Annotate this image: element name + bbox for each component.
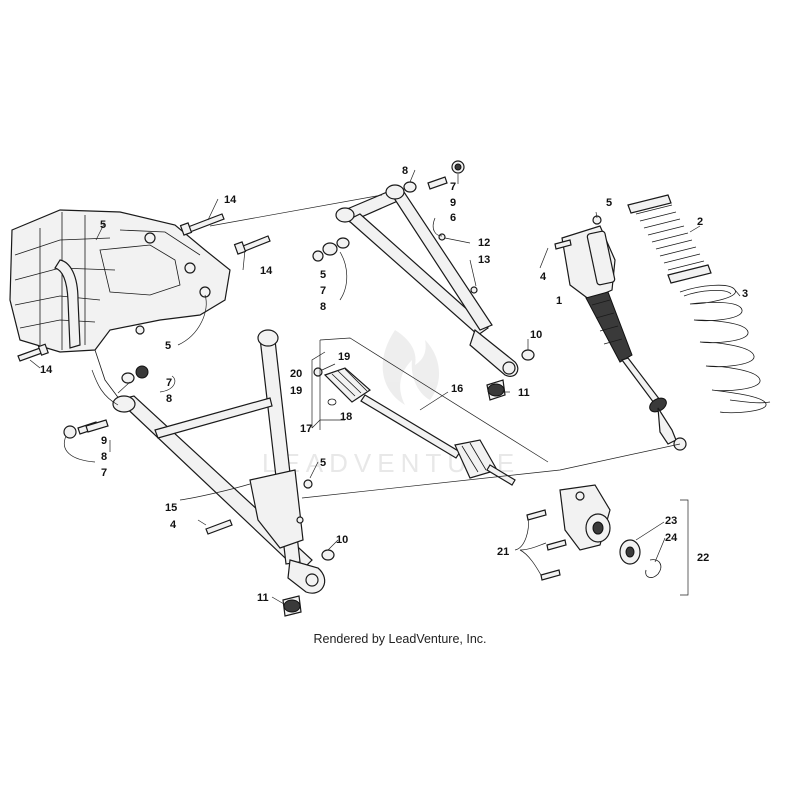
callout-5-frame: 5 xyxy=(165,340,171,352)
callout-19-top: 19 xyxy=(338,351,350,363)
callout-9-lower: 9 xyxy=(101,435,107,447)
bolt-14-mid xyxy=(233,235,271,255)
callout-11-lower: 11 xyxy=(257,592,269,604)
ball-joint-upper xyxy=(486,349,535,401)
callout-4-lower: 4 xyxy=(170,519,177,531)
callout-5-upper-left: 5 xyxy=(320,269,326,281)
callout-14-mid: 14 xyxy=(260,265,273,277)
callout-5-shock: 5 xyxy=(606,197,612,209)
callout-2: 2 xyxy=(697,216,703,228)
callout-10-upper: 10 xyxy=(530,329,542,341)
callout-6: 6 xyxy=(450,212,456,224)
callout-18: 18 xyxy=(340,411,352,423)
wheel-bearing xyxy=(619,539,662,578)
callout-22: 22 xyxy=(697,552,709,564)
spring-2 xyxy=(627,194,712,284)
callout-24: 24 xyxy=(665,532,678,544)
callout-20: 20 xyxy=(290,368,302,380)
callout-10-lower: 10 xyxy=(336,534,348,546)
spring-3 xyxy=(679,284,771,414)
callout-5-lower: 5 xyxy=(320,457,326,469)
callout-23: 23 xyxy=(665,515,677,527)
steering-knuckle xyxy=(526,484,611,581)
diagram-caption: Rendered by LeadVenture, Inc. xyxy=(313,632,487,646)
callout-21: 21 xyxy=(497,546,509,558)
bolt-14-left xyxy=(17,343,49,362)
callout-8-upper: 8 xyxy=(402,165,408,177)
lower-arm-bushings xyxy=(63,365,313,535)
lower-a-arm xyxy=(112,329,326,594)
callout-15: 15 xyxy=(165,502,177,514)
callout-11-upper: 11 xyxy=(518,387,530,399)
callout-14-top: 14 xyxy=(224,194,237,206)
callout-5-top-left: 5 xyxy=(100,219,106,231)
callout-14-left: 14 xyxy=(40,364,53,376)
callout-19-mid: 19 xyxy=(290,385,302,397)
callout-7-lower-left: 7 xyxy=(101,467,107,479)
callout-8-lower: 8 xyxy=(166,393,172,405)
leader-lines xyxy=(29,169,741,605)
callout-16: 16 xyxy=(451,383,463,395)
upper-arm-bushings xyxy=(312,160,478,294)
callout-9-upper: 9 xyxy=(450,197,456,209)
shock-absorber xyxy=(554,215,687,451)
callout-13: 13 xyxy=(478,254,490,266)
callout-labels: 14 5 14 5 14 8 7 9 6 12 13 5 7 8 5 4 1 2… xyxy=(40,165,748,604)
callout-3: 3 xyxy=(742,288,748,300)
ball-joint-lower xyxy=(282,549,335,617)
bolt-14-top xyxy=(179,213,225,236)
callout-7-upper: 7 xyxy=(450,181,456,193)
callout-7-upper-left: 7 xyxy=(320,285,326,297)
callout-17: 17 xyxy=(300,423,312,435)
callout-8-upper-left: 8 xyxy=(320,301,326,313)
callout-1: 1 xyxy=(556,295,562,307)
engine-frame xyxy=(9,209,231,401)
callout-12: 12 xyxy=(478,237,490,249)
callout-8-lower-left: 8 xyxy=(101,451,107,463)
upper-a-arm xyxy=(335,184,519,377)
callout-7-lower: 7 xyxy=(166,377,172,389)
cv-axle xyxy=(313,367,516,486)
callout-4-shock: 4 xyxy=(540,271,547,283)
